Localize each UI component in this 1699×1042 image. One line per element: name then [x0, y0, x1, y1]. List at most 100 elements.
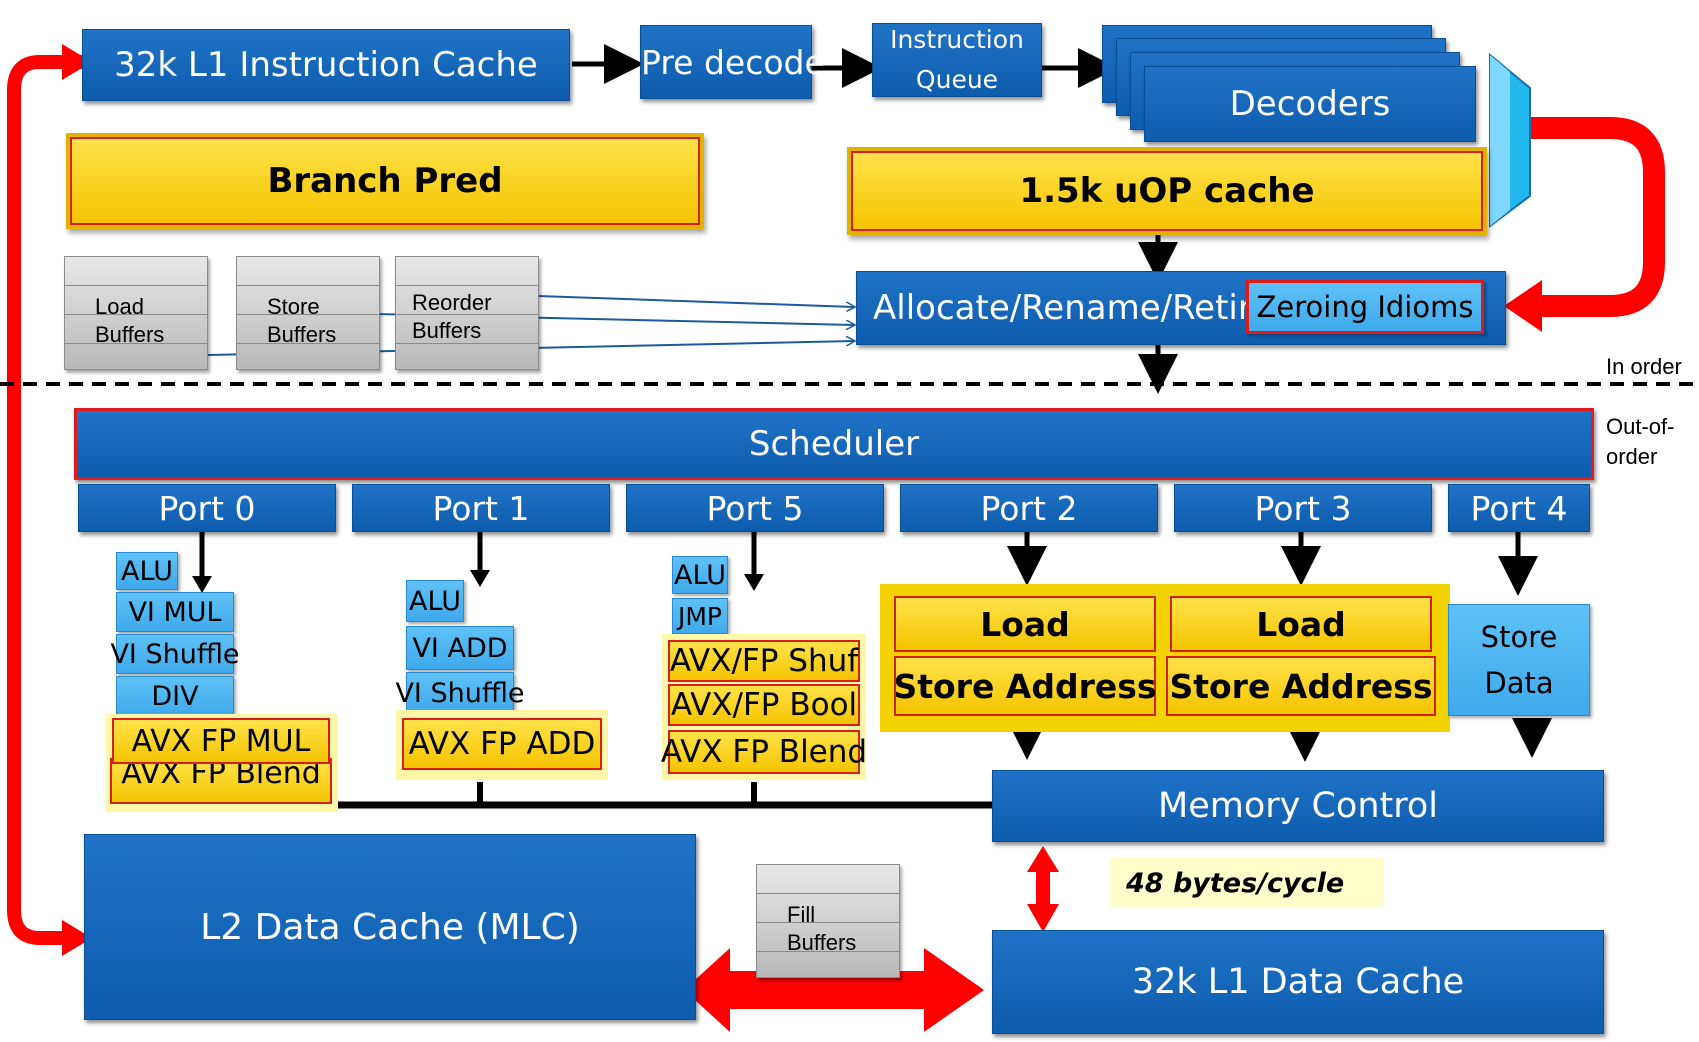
- l1-data-cache: 32k L1 Data Cache: [992, 930, 1604, 1034]
- port3-store-address: Store Address: [1166, 656, 1436, 716]
- port0-avx-fp-mul: AVX FP MUL: [112, 718, 330, 764]
- port5-jmp-label: JMP: [677, 601, 723, 631]
- port1-vi-add: VI ADD: [406, 626, 514, 670]
- pre-decode-label: Pre decode: [641, 42, 825, 82]
- mux-shape: [1489, 52, 1531, 228]
- memory-control: Memory Control: [992, 770, 1604, 842]
- port-4-label: Port 4: [1470, 488, 1568, 528]
- port1-alu: ALU: [406, 580, 464, 622]
- l1-data-cache-label: 32k L1 Data Cache: [1131, 962, 1465, 1002]
- port4-store-data-label-2: Data: [1484, 666, 1554, 700]
- port0-vi-mul: VI MUL: [116, 592, 234, 632]
- port4-store-data: Store Data: [1448, 604, 1590, 716]
- port0-div: DIV: [116, 676, 234, 716]
- port3-load: Load: [1170, 596, 1432, 652]
- port0-vi-shuffle-label: VI Shuffle: [110, 638, 240, 670]
- port5-avx-fp-bool: AVX/FP Bool: [668, 684, 860, 726]
- port4-store-data-label-1: Store: [1480, 620, 1558, 654]
- reorder-buffers-label-1: Reorder: [412, 290, 492, 315]
- store-buffers-label-2: Buffers: [267, 322, 337, 347]
- branch-predictor-label: Branch Pred: [267, 161, 503, 201]
- zeroing-idioms: Zeroing Idioms: [1246, 280, 1484, 334]
- port1-alu-label: ALU: [409, 585, 461, 617]
- store-buffers: Store Buffers: [236, 256, 380, 370]
- branch-predictor: Branch Pred: [70, 137, 700, 225]
- port-2: Port 2: [900, 484, 1158, 532]
- fill-buffers-label-2: Buffers: [787, 930, 857, 955]
- port2-store-address-label: Store Address: [893, 666, 1157, 706]
- port-5: Port 5: [626, 484, 884, 532]
- fill-buffers: Fill Buffers: [756, 864, 900, 978]
- memory-control-label: Memory Control: [1158, 786, 1438, 826]
- port0-alu: ALU: [116, 552, 178, 590]
- instruction-queue-label-2: Queue: [915, 65, 999, 94]
- out-of-order-label: Out-of- order: [1606, 412, 1674, 472]
- port-5-label: Port 5: [706, 488, 804, 528]
- l2-data-cache-label: L2 Data Cache (MLC): [200, 906, 580, 948]
- l1-instruction-cache: 32k L1 Instruction Cache: [82, 29, 570, 101]
- port5-avx-fp-bool-label: AVX/FP Bool: [670, 687, 858, 723]
- port-0: Port 0: [78, 484, 336, 532]
- port0-avx-fp-blend: AVX FP Blend: [110, 758, 332, 804]
- port0-div-label: DIV: [151, 680, 199, 712]
- port-2-label: Port 2: [980, 488, 1078, 528]
- allocate-rename-retire-label: Allocate/Rename/Retire: [873, 288, 1273, 328]
- port1-vi-shuffle: VI Shuffle: [395, 672, 525, 714]
- port-0-label: Port 0: [158, 488, 256, 528]
- scheduler: Scheduler: [74, 408, 1594, 480]
- port5-alu: ALU: [672, 556, 728, 594]
- fill-buffers-label-1: Fill: [787, 902, 816, 927]
- decoders: Decoders: [1144, 66, 1476, 142]
- uop-cache-label: 1.5k uOP cache: [1019, 171, 1315, 211]
- l1i-l2-red-arrow: [7, 44, 92, 956]
- instruction-queue-label-1: Instruction: [890, 25, 1024, 54]
- port5-alu-label: ALU: [674, 559, 726, 591]
- port3-load-label: Load: [1256, 604, 1346, 644]
- reorder-buffers: Reorder Buffers: [395, 256, 539, 370]
- port5-avx-fp-shuf-label: AVX/FP Shuf: [669, 643, 859, 679]
- port2-store-address: Store Address: [893, 656, 1157, 716]
- l1-instruction-cache-label: 32k L1 Instruction Cache: [114, 45, 538, 85]
- port0-avx-fp-mul-label: AVX FP MUL: [131, 723, 311, 759]
- bandwidth-note: 48 bytes/cycle: [1110, 858, 1384, 908]
- store-buffers-label-1: Store: [267, 294, 320, 319]
- port0-vi-shuffle: VI Shuffle: [110, 634, 240, 674]
- port-1: Port 1: [352, 484, 610, 532]
- mux-to-allocate-red-arrow: [1504, 117, 1665, 332]
- l2-data-cache: L2 Data Cache (MLC): [84, 834, 696, 1020]
- pre-decode: Pre decode: [640, 25, 825, 99]
- port5-avx-fp-blend-label: AVX FP Blend: [660, 734, 868, 770]
- port2-load-label: Load: [980, 604, 1070, 644]
- port0-vi-mul-label: VI MUL: [128, 596, 222, 628]
- zeroing-idioms-label: Zeroing Idioms: [1256, 290, 1474, 324]
- memctl-l1d-red-arrow: [1027, 846, 1059, 932]
- port1-avx-fp-add: AVX FP ADD: [402, 718, 602, 770]
- port1-vi-shuffle-label: VI Shuffle: [395, 677, 525, 709]
- out-of-order-label-1: Out-of-: [1606, 414, 1675, 439]
- port5-avx-fp-shuf: AVX/FP Shuf: [668, 640, 860, 682]
- load-buffers: Load Buffers: [64, 256, 208, 370]
- load-buffers-label-1: Load: [95, 294, 144, 319]
- uop-cache: 1.5k uOP cache: [851, 151, 1483, 231]
- port0-avx-fp-blend-label: AVX FP Blend: [121, 758, 321, 791]
- port-3: Port 3: [1174, 484, 1432, 532]
- port2-load: Load: [894, 596, 1156, 652]
- port-1-label: Port 1: [432, 488, 530, 528]
- in-order-label: In order: [1606, 354, 1682, 379]
- instruction-queue: Instruction Queue: [872, 23, 1042, 97]
- port-3-label: Port 3: [1254, 488, 1352, 528]
- port5-avx-fp-blend: AVX FP Blend: [661, 730, 867, 774]
- port1-vi-add-label: VI ADD: [412, 632, 508, 664]
- port1-avx-fp-add-label: AVX FP ADD: [408, 726, 596, 762]
- port-4: Port 4: [1448, 484, 1590, 532]
- decoders-label: Decoders: [1229, 84, 1391, 124]
- exec-bus: [336, 782, 992, 809]
- load-buffers-label-2: Buffers: [95, 322, 165, 347]
- port5-jmp: JMP: [672, 598, 728, 634]
- out-of-order-label-2: order: [1606, 444, 1658, 469]
- port3-store-address-label: Store Address: [1169, 666, 1433, 706]
- scheduler-label: Scheduler: [748, 424, 920, 464]
- reorder-buffers-label-2: Buffers: [412, 318, 482, 343]
- port0-alu-label: ALU: [121, 555, 173, 587]
- bandwidth-note-label: 48 bytes/cycle: [1126, 867, 1345, 899]
